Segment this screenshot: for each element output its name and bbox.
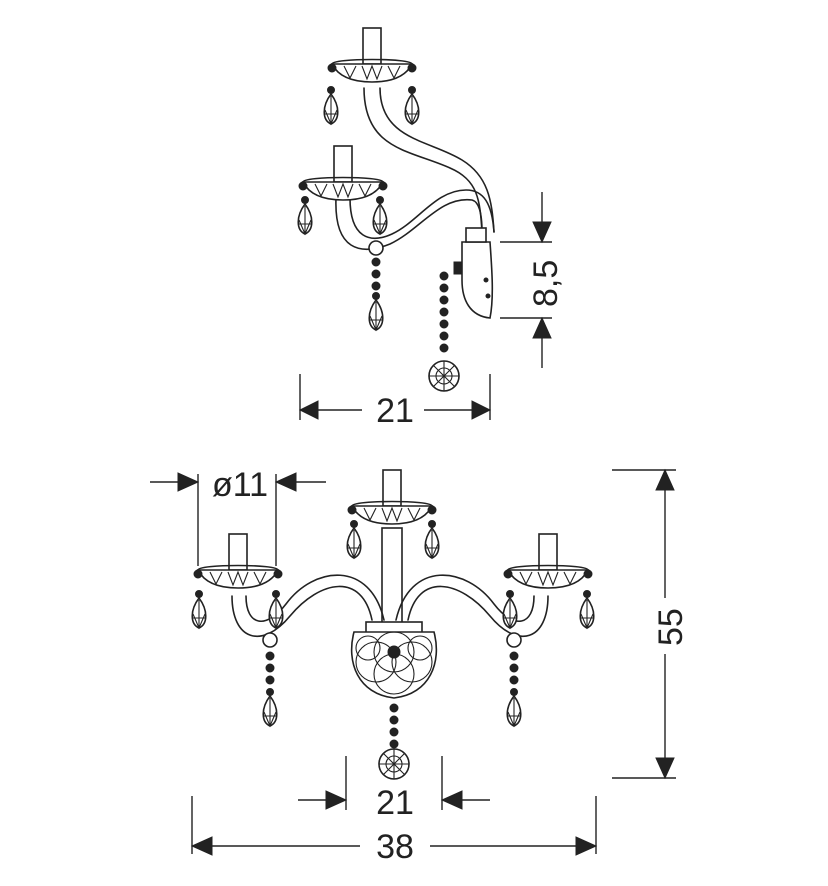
front-total-width-label: 38 — [376, 828, 414, 866]
side-view — [297, 27, 495, 392]
front-height-label: 55 — [652, 608, 690, 646]
side-depth-label: 8,5 — [527, 260, 565, 307]
front-backplate-width-dimension: 21 — [298, 756, 490, 822]
front-cup-diameter-dimension: ø11 — [150, 466, 326, 566]
side-width-dimension: 21 — [298, 374, 492, 430]
front-cup-diameter-label: ø11 — [212, 466, 268, 504]
front-backplate-width-label: 21 — [376, 784, 414, 822]
side-width-label: 21 — [376, 392, 414, 430]
side-depth-dimension: 8,5 — [500, 192, 565, 368]
front-total-width-dimension: 38 — [190, 796, 598, 866]
front-height-dimension: 55 — [612, 468, 690, 780]
front-view — [191, 469, 595, 780]
